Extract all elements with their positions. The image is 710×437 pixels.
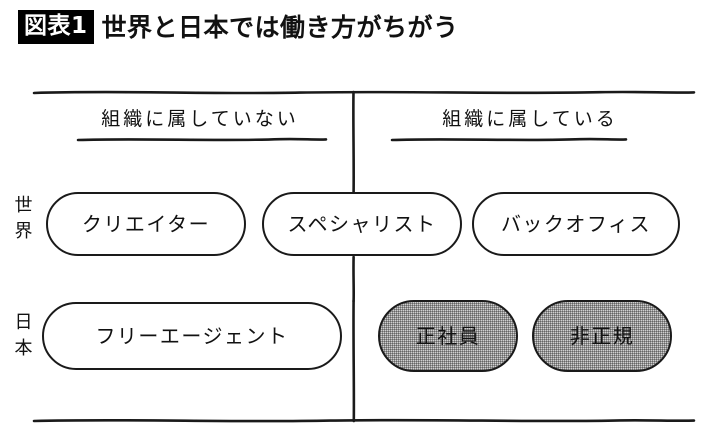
row-label-japan-char-1: 日 [14, 312, 34, 333]
node-specialist: スペシャリスト [262, 192, 462, 256]
figure-number-badge: 図表1 [18, 10, 94, 44]
column-header-belonging: 組織に属している [442, 108, 618, 130]
node-free-agent: フリーエージェント [42, 302, 342, 370]
column-header-not-belonging: 組織に属していない [101, 108, 299, 130]
node-hiseiki: 非正規 [532, 300, 672, 372]
right-header-underline [390, 137, 628, 142]
node-creator: クリエイター [46, 192, 246, 256]
left-header-underline [76, 137, 328, 142]
page-title: 世界と日本では働き方がちがう [101, 12, 459, 42]
row-label-japan: 日 本 [12, 310, 36, 362]
bottom-divider-line [32, 418, 696, 423]
figure-title-row: 図表1 世界と日本では働き方がちがう [18, 8, 459, 46]
row-label-japan-char-2: 本 [14, 338, 34, 359]
row-label-world: 世 界 [12, 193, 36, 245]
node-backoffice: バックオフィス [472, 192, 680, 256]
top-divider-line [32, 90, 696, 95]
row-label-world-char-1: 世 [14, 195, 34, 216]
node-seishain: 正社員 [378, 300, 518, 372]
row-label-world-char-2: 界 [14, 221, 34, 242]
